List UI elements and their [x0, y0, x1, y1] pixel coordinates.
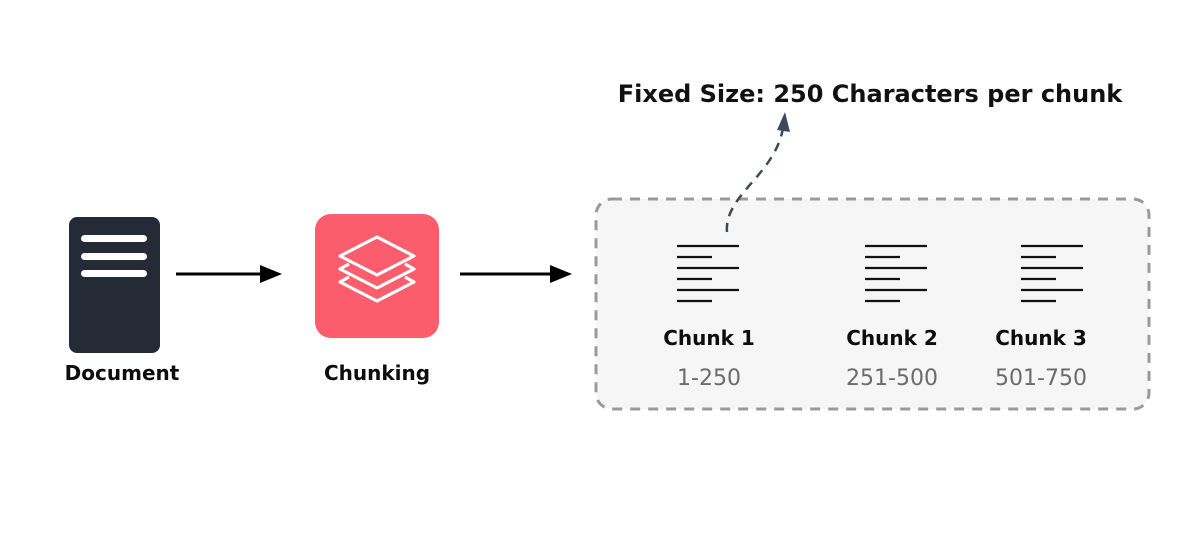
- chunking-label: Chunking: [323, 361, 431, 385]
- chunk-1-name: Chunk 1: [663, 326, 755, 350]
- chunk-3-name: Chunk 3: [995, 326, 1087, 350]
- chunk-2-name: Chunk 2: [846, 326, 938, 350]
- chunk-3-range: 501-750: [995, 366, 1087, 391]
- document-label: Document: [64, 361, 180, 385]
- chunks-panel: [594, 197, 1151, 411]
- chunk-1-range: 1-250: [677, 366, 741, 391]
- text-lines-icon: [1021, 244, 1083, 303]
- chunk-2-range: 251-500: [846, 366, 938, 391]
- layers-icon: [315, 214, 439, 338]
- document-icon: [69, 217, 160, 353]
- arrow-document-to-chunking: [176, 265, 282, 283]
- text-lines-icon: [677, 244, 739, 303]
- text-lines-icon: [865, 244, 927, 303]
- arrow-chunking-to-chunks: [460, 265, 572, 283]
- diagram-title: Fixed Size: 250 Characters per chunk: [617, 80, 1123, 108]
- annotation-arrow: [725, 112, 790, 233]
